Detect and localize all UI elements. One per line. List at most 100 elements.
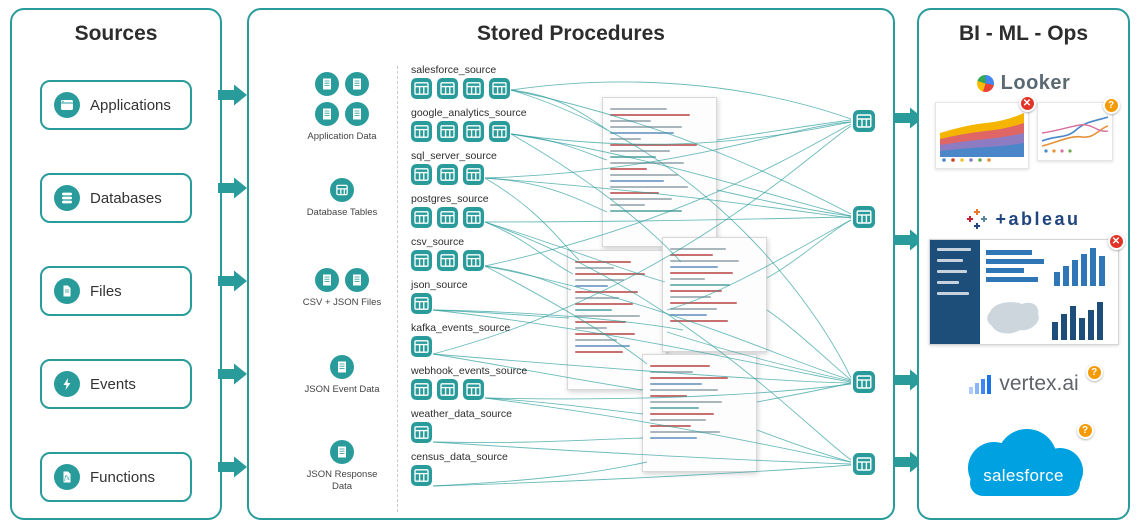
- code-line: [610, 138, 641, 140]
- code-line: [575, 333, 635, 335]
- column-divider: [397, 66, 398, 512]
- staging-csv-json-files: CSV + JSON Files: [287, 268, 397, 309]
- code-line: [575, 321, 627, 323]
- vertex-ai-logo: vertex.ai ?: [968, 364, 1103, 396]
- looker-label: Looker: [1000, 72, 1071, 94]
- source-item-databases: Databases: [40, 173, 192, 223]
- flow-arrow-icon: [218, 362, 248, 386]
- code-line: [670, 254, 713, 256]
- csv-file-icon: [345, 268, 369, 292]
- tableau-dashboard-thumbnail: ✕: [928, 233, 1125, 345]
- source-group-google-analytics: google_analytics_source: [411, 107, 527, 142]
- table-icon: [411, 121, 432, 142]
- salesforce-label: salesforce: [983, 466, 1064, 485]
- events-icon: [54, 371, 80, 397]
- svg-text:fx: fx: [63, 474, 70, 482]
- code-line: [650, 401, 723, 403]
- code-line: [650, 389, 718, 391]
- source-group-postgres: postgres_source: [411, 193, 527, 228]
- code-line: [650, 431, 721, 433]
- table-icon: [411, 250, 432, 271]
- vertex-ai-block: vertex.ai ?: [919, 364, 1128, 396]
- flow-arrow-icon: [218, 269, 248, 293]
- table-icon: [411, 336, 432, 357]
- source-item-functions: fx Functions: [40, 452, 192, 502]
- flow-arrow-icon: [218, 176, 248, 200]
- source-group-json: json_source: [411, 279, 527, 314]
- stored-procedures-panel: Stored Procedures Application Data Datab…: [247, 8, 895, 520]
- source-item-applications: Applications: [40, 80, 192, 130]
- table-icon: [463, 207, 484, 228]
- table-icon: [463, 250, 484, 271]
- table-icon: [411, 422, 432, 443]
- staging-label: JSON Response Data: [306, 469, 378, 492]
- code-line: [610, 144, 697, 146]
- looker-logo-icon: [976, 75, 994, 92]
- code-line: [575, 285, 609, 287]
- code-line: [670, 308, 717, 310]
- functions-icon: fx: [54, 464, 80, 490]
- code-line: [670, 266, 719, 268]
- json-file-icon: [330, 355, 354, 379]
- code-line: [575, 351, 623, 353]
- source-item-label: Events: [90, 375, 136, 393]
- line-chart-thumbnail: ?: [1036, 97, 1120, 161]
- code-line: [575, 279, 625, 281]
- bi-ml-ops-title: BI - ML - Ops: [958, 22, 1089, 45]
- code-line: [610, 192, 660, 194]
- database-table-icon: [330, 178, 354, 202]
- table-icon: [489, 78, 510, 99]
- source-item-files: Files: [40, 266, 192, 316]
- source-groups-column: salesforce_source google_analytics_sourc…: [411, 64, 527, 486]
- table-icon: [463, 78, 484, 99]
- code-line: [670, 320, 728, 322]
- code-line: [575, 327, 607, 329]
- sources-title: Sources: [74, 22, 158, 45]
- staging-label: Application Data: [307, 131, 377, 142]
- source-item-label: Applications: [90, 96, 171, 114]
- source-group-census-data: census_data_source: [411, 451, 527, 486]
- code-line: [610, 156, 657, 158]
- table-icon: [411, 78, 432, 99]
- code-line: [650, 365, 710, 367]
- source-group-label: google_analytics_source: [411, 107, 527, 119]
- salesforce-block: salesforce ?: [919, 422, 1128, 510]
- source-group-salesforce: salesforce_source: [411, 64, 527, 99]
- code-line: [650, 437, 698, 439]
- vertex-ai-label: vertex.ai: [999, 372, 1079, 395]
- code-card: [662, 237, 767, 352]
- code-line: [575, 267, 614, 269]
- source-group-kafka-events: kafka_events_source: [411, 322, 527, 357]
- code-line: [610, 114, 691, 116]
- source-group-label: postgres_source: [411, 193, 489, 205]
- code-line: [575, 303, 634, 305]
- source-group-label: weather_data_source: [411, 408, 512, 420]
- question-badge: ?: [1085, 364, 1103, 381]
- table-icon: [463, 121, 484, 142]
- flow-arrow-icon: [894, 106, 924, 130]
- code-line: [575, 339, 618, 341]
- tableau-block: +ableau ✕: [919, 208, 1128, 345]
- code-line: [610, 168, 648, 170]
- data-file-icon: [345, 102, 369, 126]
- error-badge: ✕: [1018, 95, 1036, 112]
- table-icon: [489, 121, 510, 142]
- databases-icon: [54, 185, 80, 211]
- code-line: [575, 297, 619, 299]
- code-line: [610, 108, 667, 110]
- source-group-webhook-events: webhook_events_source: [411, 365, 527, 400]
- source-item-label: Databases: [90, 189, 162, 207]
- looker-block: Looker ✕ ?: [919, 72, 1128, 169]
- code-line: [650, 371, 694, 373]
- code-line: [610, 204, 646, 206]
- code-line: [575, 291, 639, 293]
- table-icon: [411, 207, 432, 228]
- table-icon: [437, 250, 458, 271]
- code-line: [610, 180, 664, 182]
- code-line: [650, 377, 729, 379]
- source-group-csv: csv_source: [411, 236, 527, 271]
- code-line: [670, 296, 711, 298]
- code-line: [575, 273, 646, 275]
- source-group-label: kafka_events_source: [411, 322, 511, 334]
- code-line: [670, 278, 706, 280]
